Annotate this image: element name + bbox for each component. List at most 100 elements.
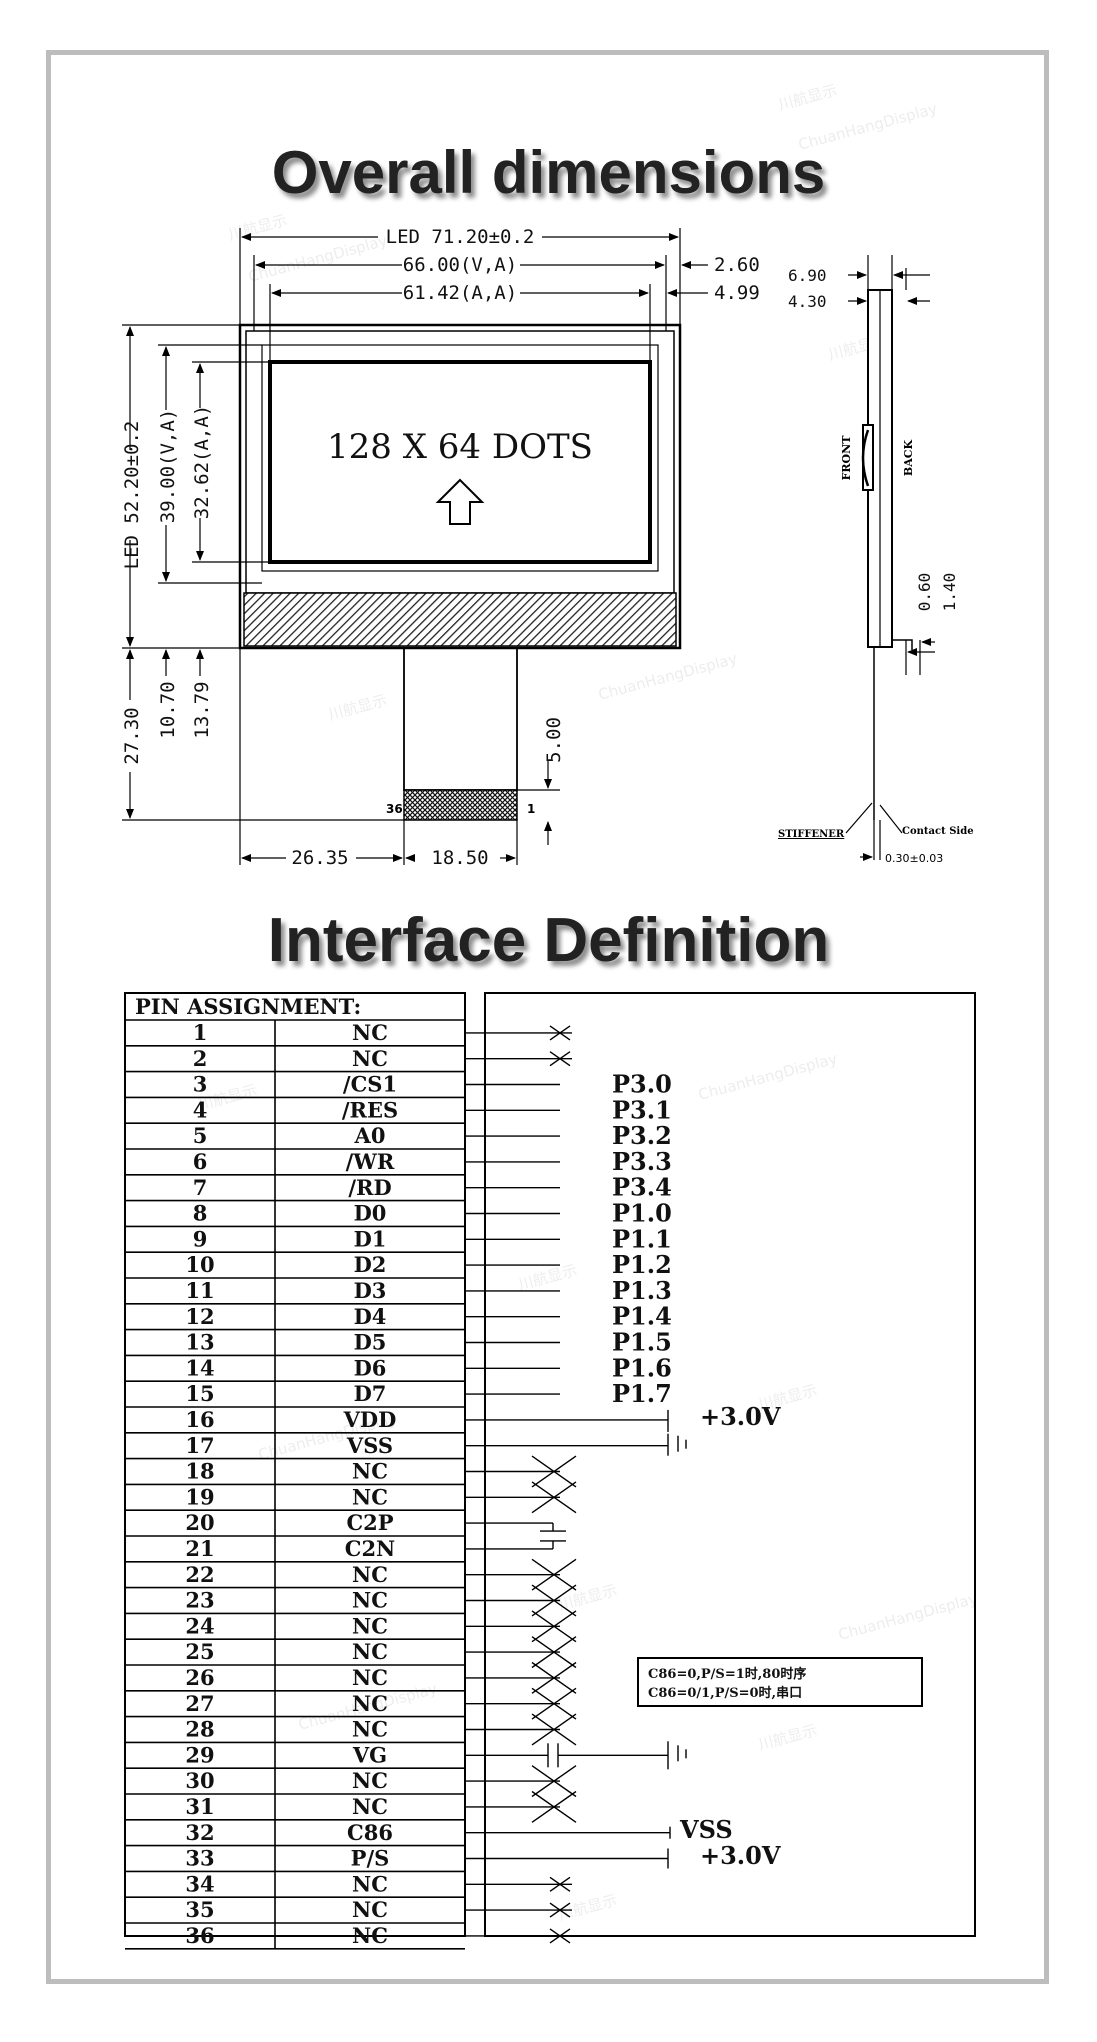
pin-number: 31 [185,1794,214,1819]
watermark-cn: 川航显示 [326,691,389,724]
dim-tail-1: 10.70 [157,681,179,738]
pin-number: 35 [185,1897,214,1922]
top-dimensions [239,228,708,362]
pin-name: NC [352,1046,388,1071]
pin-number: 32 [185,1820,214,1845]
no-connect-cross [531,1584,577,1617]
port-label: P3.0 [612,1070,672,1099]
pin-number: 23 [185,1588,214,1613]
pin-name: NC [352,1794,388,1819]
connector-dimension [517,760,560,845]
pin-name: C2P [346,1510,393,1535]
no-connect-mark [549,1051,571,1067]
no-connect-mark [549,1025,571,1041]
pin-name: D6 [354,1355,387,1380]
port-label: P3.1 [612,1095,672,1124]
dim-aa-width: 61.42(A,A) [403,282,517,304]
side-dim-1: 6.90 [788,266,827,285]
dim-tail-total: 27.30 [121,707,143,764]
pin-number: 12 [185,1304,214,1329]
vdd-label: +3.0V [700,1402,781,1431]
pin-number: 34 [185,1871,214,1896]
pin-name: NC [352,1020,388,1045]
dim-va-width: 66.00(V,A) [403,254,517,276]
no-connect-mark [549,1902,571,1918]
lcd-side-view: 6.90 4.30 FRONT BACK 0.60 1.40 STIFFENER… [778,255,974,865]
pin-number: 36 [185,1923,214,1948]
mode-note-line-1: C86=0,P/S=1时,80时序 [648,1666,806,1682]
watermark-en: ChuanHangDisplay [836,1589,979,1643]
side-dim-small-2: 1.40 [940,573,959,612]
pin-number: 14 [185,1355,214,1380]
pin-name: A0 [354,1123,386,1148]
pin-name: VG [352,1742,387,1767]
side-front-label: FRONT [840,435,853,481]
pin-number: 30 [185,1768,214,1793]
active-area [268,360,652,564]
pin-number: 25 [185,1639,214,1664]
pin-number: 18 [185,1459,214,1484]
watermark-cn: 川航显示 [756,1721,819,1754]
port-label: P1.0 [612,1199,672,1228]
pin-number: 8 [193,1201,208,1226]
ps-voltage-label: +3.0V [700,1841,781,1870]
outer-frame [46,50,1049,1984]
mode-note-line-2: C86=0/1,P/S=0时,串口 [648,1685,802,1701]
dim-offset-1: 2.60 [714,254,760,276]
port-label: P1.7 [612,1379,672,1408]
pin-number: 3 [193,1072,208,1097]
connection-frame [484,992,976,1937]
pin-number: 4 [193,1097,208,1122]
pin-name: D3 [354,1278,387,1303]
pin-number: 22 [185,1562,214,1587]
pin-name: NC [352,1871,388,1896]
pin-table-frame [124,992,466,1937]
dim-offset-2: 4.99 [714,282,760,304]
pin-name: VSS [346,1433,393,1458]
watermark-en: ChuanHangDisplay [246,231,389,285]
port-label: P3.4 [612,1173,672,1202]
thickness-label: 0.30±0.03 [885,852,943,865]
fpc-pin-last: 1 [527,802,535,816]
side-fpc-bend [862,424,874,491]
pin-number: 16 [185,1407,214,1432]
no-connect-cross [531,1455,577,1488]
pin-number: 27 [185,1691,214,1716]
pin-number: 20 [185,1510,214,1535]
side-back-label: BACK [902,439,915,476]
no-connect-cross [531,1765,577,1798]
led-backlight-area [243,592,677,647]
no-connect-cross [531,1713,577,1746]
pin-number: 13 [185,1330,214,1355]
dimension-drawing: 川航显示 ChuanHangDisplay 川航显示 ChuanHangDisp… [121,81,974,869]
pin-name: NC [352,1613,388,1638]
no-connect-cross [531,1687,577,1720]
no-connect-cross [531,1636,577,1669]
pin-name: /WR [346,1149,395,1174]
no-connect-cross [531,1790,577,1823]
connection-wires [465,1025,687,1944]
contact-side-label: Contact Side [902,826,974,837]
dim-fpc-width: 18.50 [431,847,488,869]
port-label: P1.2 [612,1250,672,1279]
pin-number: 28 [185,1717,214,1742]
pin-number: 6 [193,1149,208,1174]
fpc-connector [403,789,518,821]
pin-table-header: PIN ASSIGNMENT: [135,994,361,1019]
pin-number: 17 [185,1433,214,1458]
port-labels: P3.0P3.1P3.2P3.3P3.4P1.0P1.1P1.2P1.3P1.4… [612,1070,672,1409]
bottom-dimensions [239,648,518,865]
pin-name: C86 [347,1820,393,1845]
pin-name: D0 [354,1201,387,1226]
pin-number: 15 [185,1381,214,1406]
side-dim-2: 4.30 [788,292,827,311]
dim-led-height: LED 52.20±0.2 [121,421,143,570]
pin-name: /RD [348,1175,391,1200]
no-connect-cross [531,1481,577,1514]
port-label: P3.2 [612,1121,672,1150]
watermark-cn: 川航显示 [776,81,839,114]
pin-name: D1 [354,1226,387,1251]
pin-name: D7 [354,1381,387,1406]
